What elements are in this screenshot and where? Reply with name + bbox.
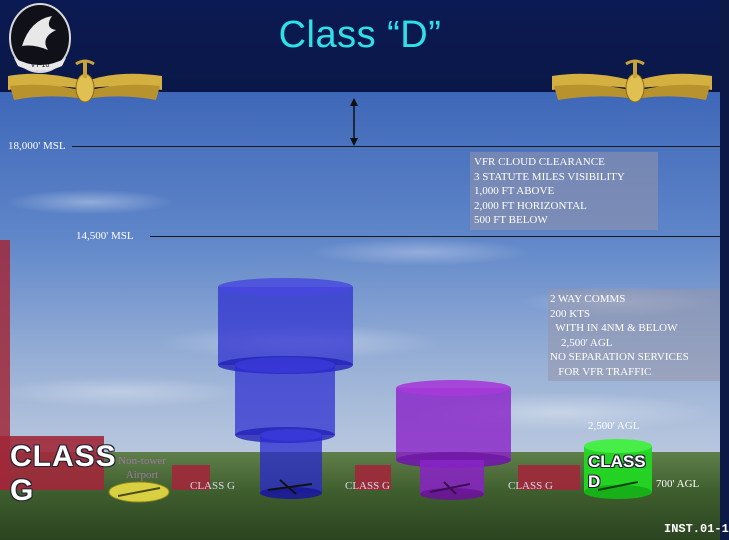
class-d-airspace [584, 439, 652, 499]
class-c-airspace [396, 380, 511, 500]
naval-aviator-wings-right-icon [552, 59, 712, 103]
class-d-airport-runway-icon [597, 481, 639, 491]
msl-18000-line [72, 146, 720, 147]
comms-line: 2 WAY COMMS [550, 293, 626, 305]
class-b-airspace [218, 278, 353, 499]
vfr-line: 3 STATUTE MILES VISIBILITY [474, 170, 625, 183]
vfr-line: 2,000 FT HORIZONTAL [474, 199, 587, 212]
vfr-cloud-clearance-box: VFR CLOUD CLEARANCE 3 STATUTE MILES VISI… [470, 152, 658, 230]
msl-14500-label: 14,500' MSL [76, 230, 134, 242]
vfr-line: 500 FT BELOW [474, 214, 548, 226]
agl-2500-label: 2,500' AGL [588, 420, 640, 432]
non-tower-airport-label: Non-tower Airport [118, 455, 166, 481]
comms-line: FOR VFR TRAFFIC [550, 365, 652, 378]
svg-text:VT-10: VT-10 [31, 62, 50, 69]
naval-aviator-wings-left-icon [8, 59, 162, 103]
class-b-airport-runway-icon [267, 479, 313, 495]
comms-requirements-box: 2 WAY COMMS 200 KTS WITH IN 4NM & BELOW … [548, 289, 720, 381]
comms-line: NO SEPARATION SERVICES [550, 351, 689, 363]
vfr-line: 1,000 FT ABOVE [474, 185, 555, 197]
non-tower-airport-icon [108, 481, 170, 503]
class-d-large-label: CLASS D [588, 452, 646, 491]
class-g-label-3: CLASS G [508, 480, 553, 492]
agl-700-label: 700' AGL [656, 478, 700, 490]
msl-14500-line [150, 236, 720, 237]
course-code-label: INST.01-1 [664, 522, 729, 536]
vfr-line: VFR CLOUD CLEARANCE [474, 156, 605, 168]
msl-18000-label: 18,000' MSL [8, 140, 66, 152]
squadron-patch-logo: VT-10 [9, 3, 71, 73]
class-g-large-label: CLASS G [10, 440, 117, 507]
slide-title: Class “D” [278, 14, 442, 56]
comms-line: 200 KTS [550, 307, 591, 320]
class-c-airport-runway-icon [429, 481, 471, 495]
class-g-label-2: CLASS G [345, 480, 390, 492]
class-g-airspace-left [0, 240, 580, 490]
comms-line: 2,500' AGL [550, 336, 613, 349]
altitude-arrow-icon [350, 98, 358, 146]
comms-line: WITH IN 4NM & BELOW [550, 322, 678, 334]
class-g-label-1: CLASS G [190, 480, 235, 492]
